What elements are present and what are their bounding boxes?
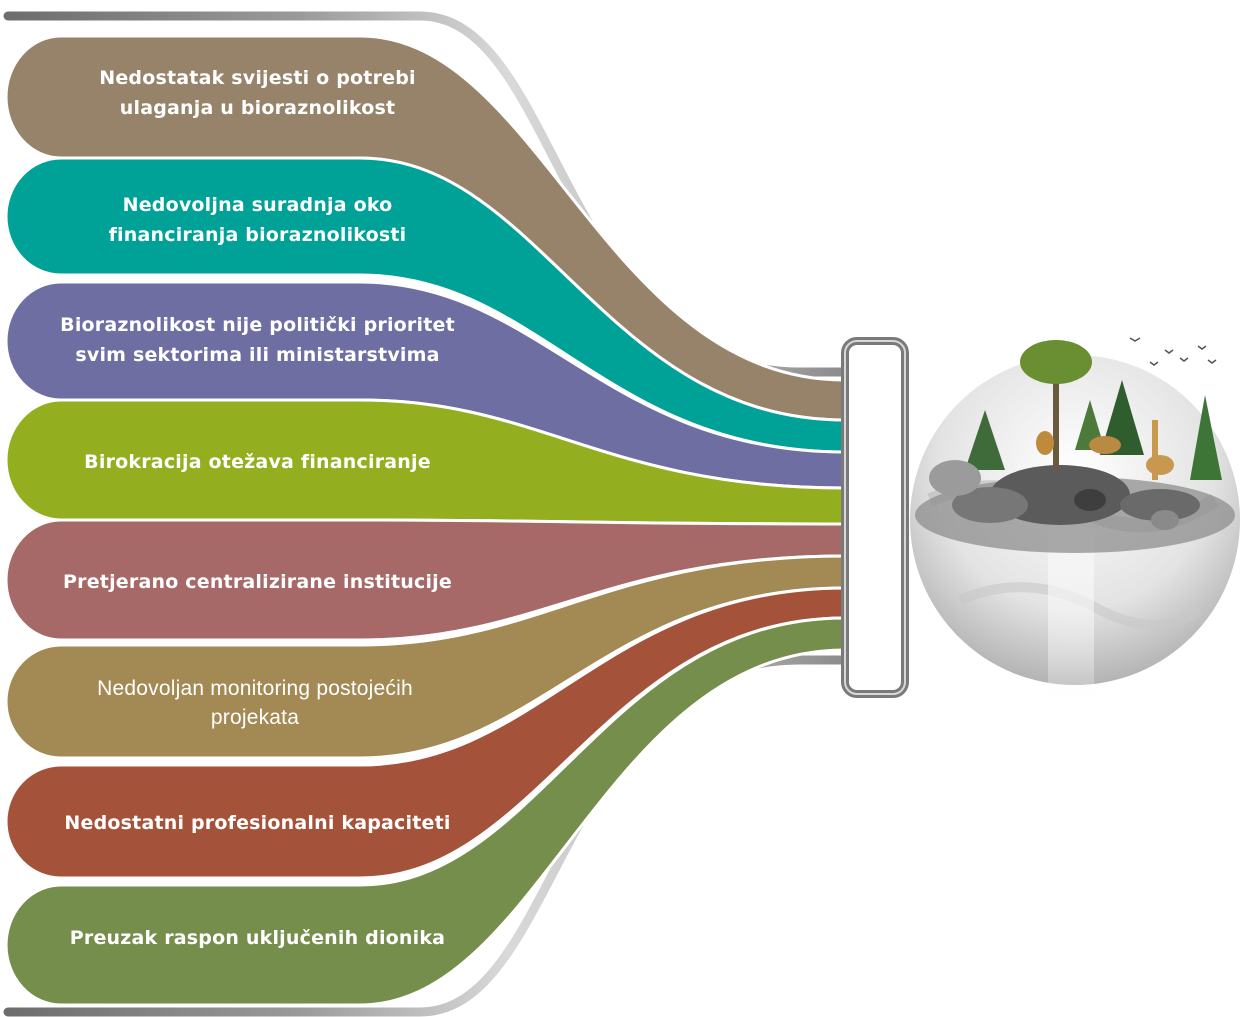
ribbon-centralization [4,518,847,642]
barrier-label-awareness: Nedostatak svijesti o potrebi ulaganja u… [99,67,416,119]
barrier-label-monitoring: Nedovoljan monitoring postojećih projeka… [97,677,413,729]
barrier-label-bureaucracy: Birokracija otežava financiranje [84,451,431,473]
barrier-label-centralization: Pretjerano centralizirane institucije [63,571,452,593]
barrier-label-cooperation: Nedovoljna suradnja oko financiranja bio… [108,194,407,246]
barrier-label-capacity: Nedostatni profesionalni kapaciteti [64,812,451,834]
ribbon-cooperation [4,156,847,454]
ribbon-monitoring [4,554,847,760]
pipe-connector-icon [841,337,909,698]
ribbon-stakeholders [4,616,847,1007]
barrier-label-political-priority: Bioraznolikost nije politički prioritet … [60,314,455,366]
barrier-label-stakeholders: Preuzak raspon uključenih dionika [69,927,446,949]
ribbons [4,34,847,1007]
biodiversity-globe-icon [910,337,1240,740]
ribbon-capacity [4,586,847,880]
